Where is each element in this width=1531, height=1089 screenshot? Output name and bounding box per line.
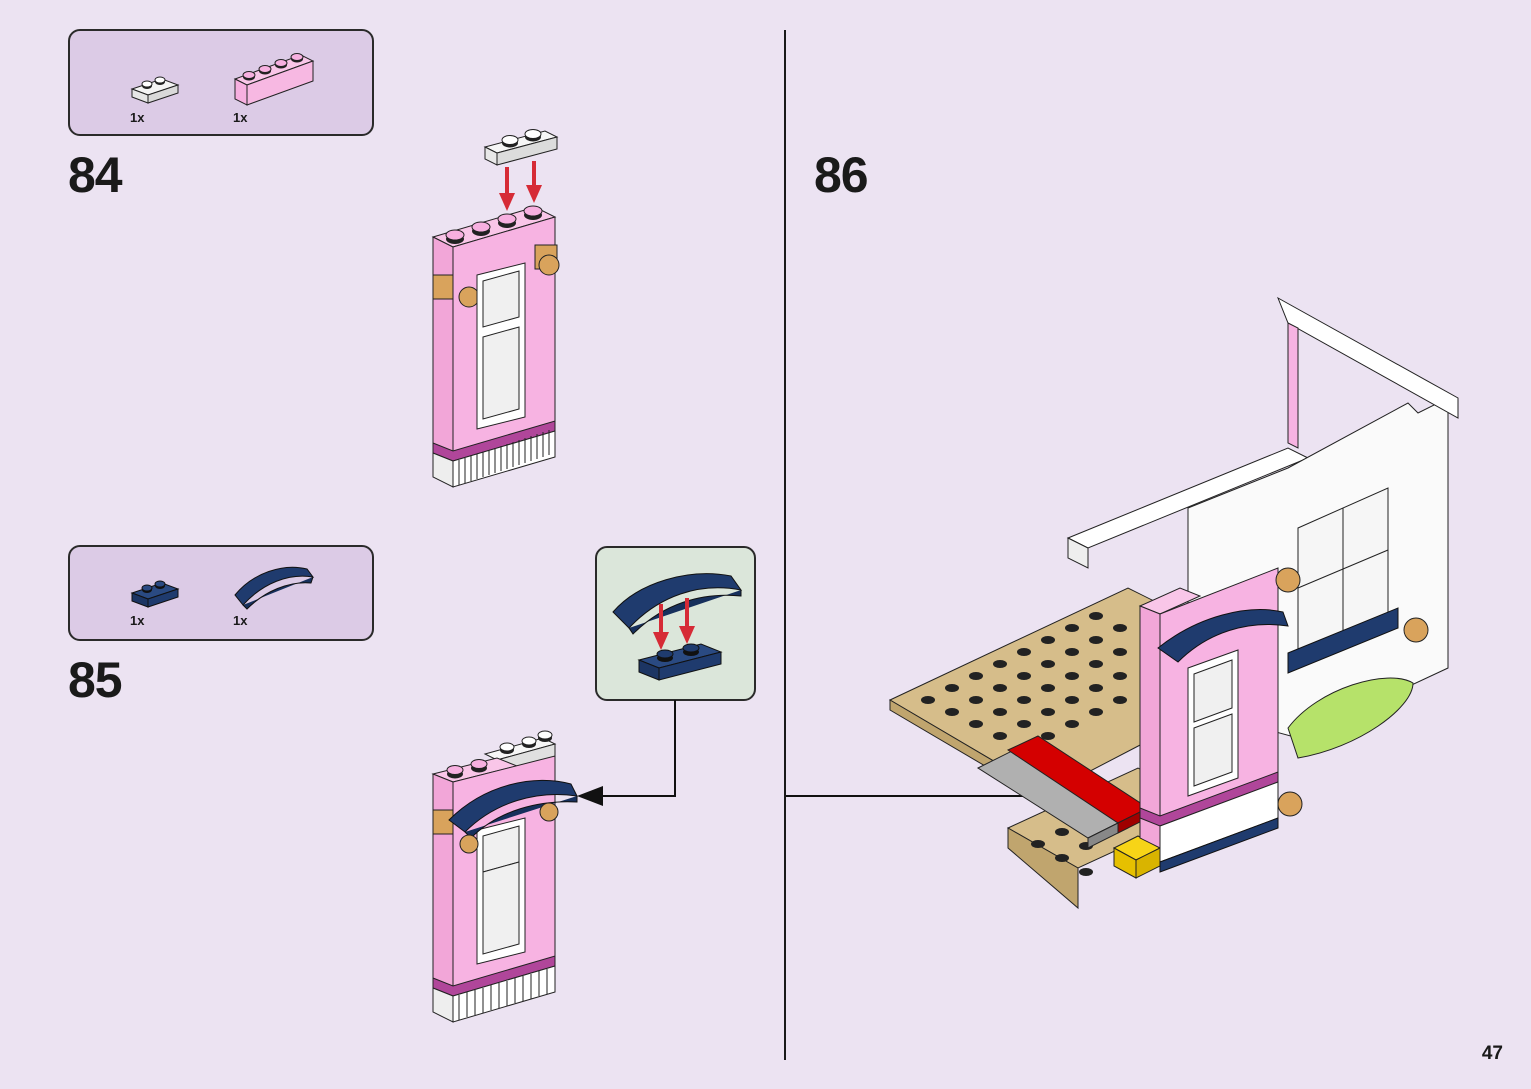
step-number-84: 84 (68, 147, 123, 203)
sub-assembly-callout (595, 546, 756, 701)
page-column-divider (784, 30, 786, 1060)
callout-connector-arrow (577, 700, 676, 806)
page-number: 47 (1481, 1043, 1503, 1064)
part-qty: 1x (233, 613, 248, 628)
white-plate-falling-icon (483, 129, 559, 166)
part-dark-blue-plate-1x2-icon (130, 580, 180, 608)
sub-assembly-illustration (612, 573, 743, 681)
step-number-85: 85 (68, 652, 123, 708)
part-qty: 1x (130, 110, 145, 125)
step-number-86: 86 (814, 147, 869, 203)
parts-list-step-84: 1x 1x (68, 29, 374, 136)
part-qty: 1x (233, 110, 248, 125)
part-white-plate-1x2-icon (130, 76, 180, 104)
red-arrow-icon (653, 598, 695, 650)
part-pink-brick-1x4-icon (233, 53, 315, 106)
step-84-model-illustration (431, 129, 560, 488)
parts-list-step-85: 1x 1x (68, 545, 374, 641)
step-85-model-illustration (431, 730, 578, 1023)
part-dark-blue-curved-slope-icon (234, 566, 315, 610)
part-qty: 1x (130, 613, 145, 628)
step-86-model-illustration (888, 296, 1459, 910)
red-arrow-icon (499, 161, 542, 211)
